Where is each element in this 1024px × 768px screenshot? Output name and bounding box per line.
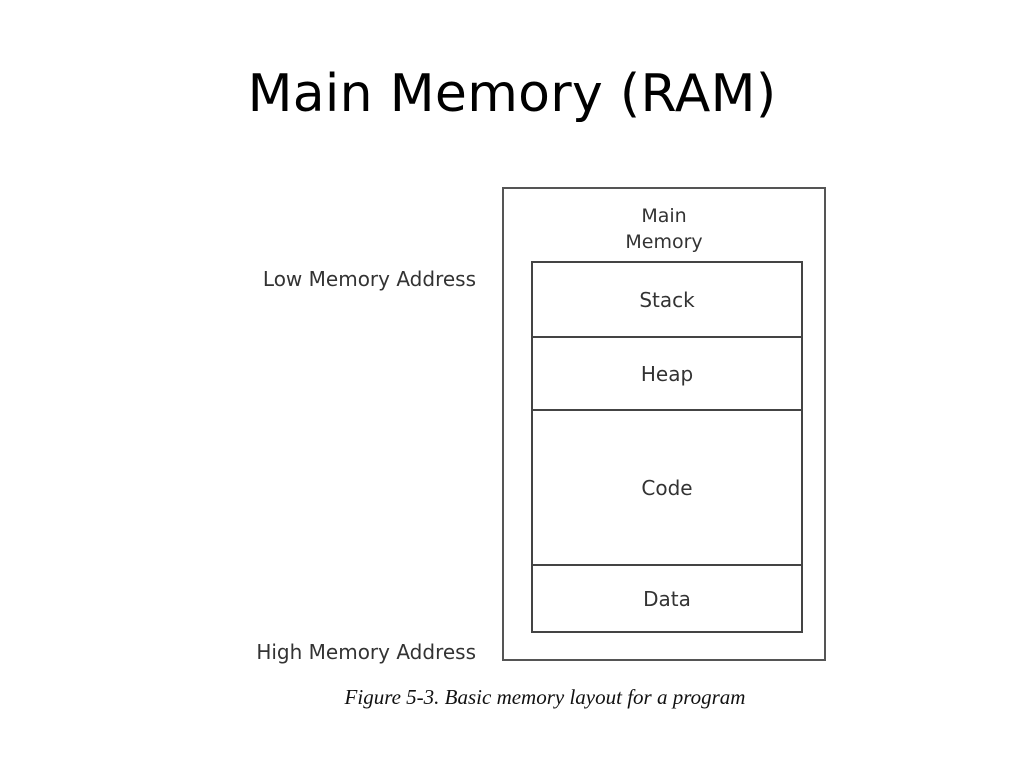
main-memory-header-line1: Main: [641, 205, 687, 227]
main-memory-box: Main Memory Stack Heap Code Data: [502, 187, 826, 661]
main-memory-header: Main Memory: [504, 203, 824, 255]
main-memory-header-line2: Memory: [625, 231, 703, 253]
data-segment: Data: [533, 564, 801, 631]
stack-segment: Stack: [639, 287, 695, 312]
memory-segments: Stack Heap Code Data: [531, 261, 803, 633]
figure-caption: Figure 5-3. Basic memory layout for a pr…: [344, 685, 746, 709]
heap-segment: Heap: [533, 336, 801, 409]
slide-title: Main Memory (RAM): [247, 64, 777, 124]
code-segment: Code: [533, 409, 801, 564]
high-memory-address-label: High Memory Address: [256, 640, 476, 664]
low-memory-address-label: Low Memory Address: [262, 267, 476, 291]
